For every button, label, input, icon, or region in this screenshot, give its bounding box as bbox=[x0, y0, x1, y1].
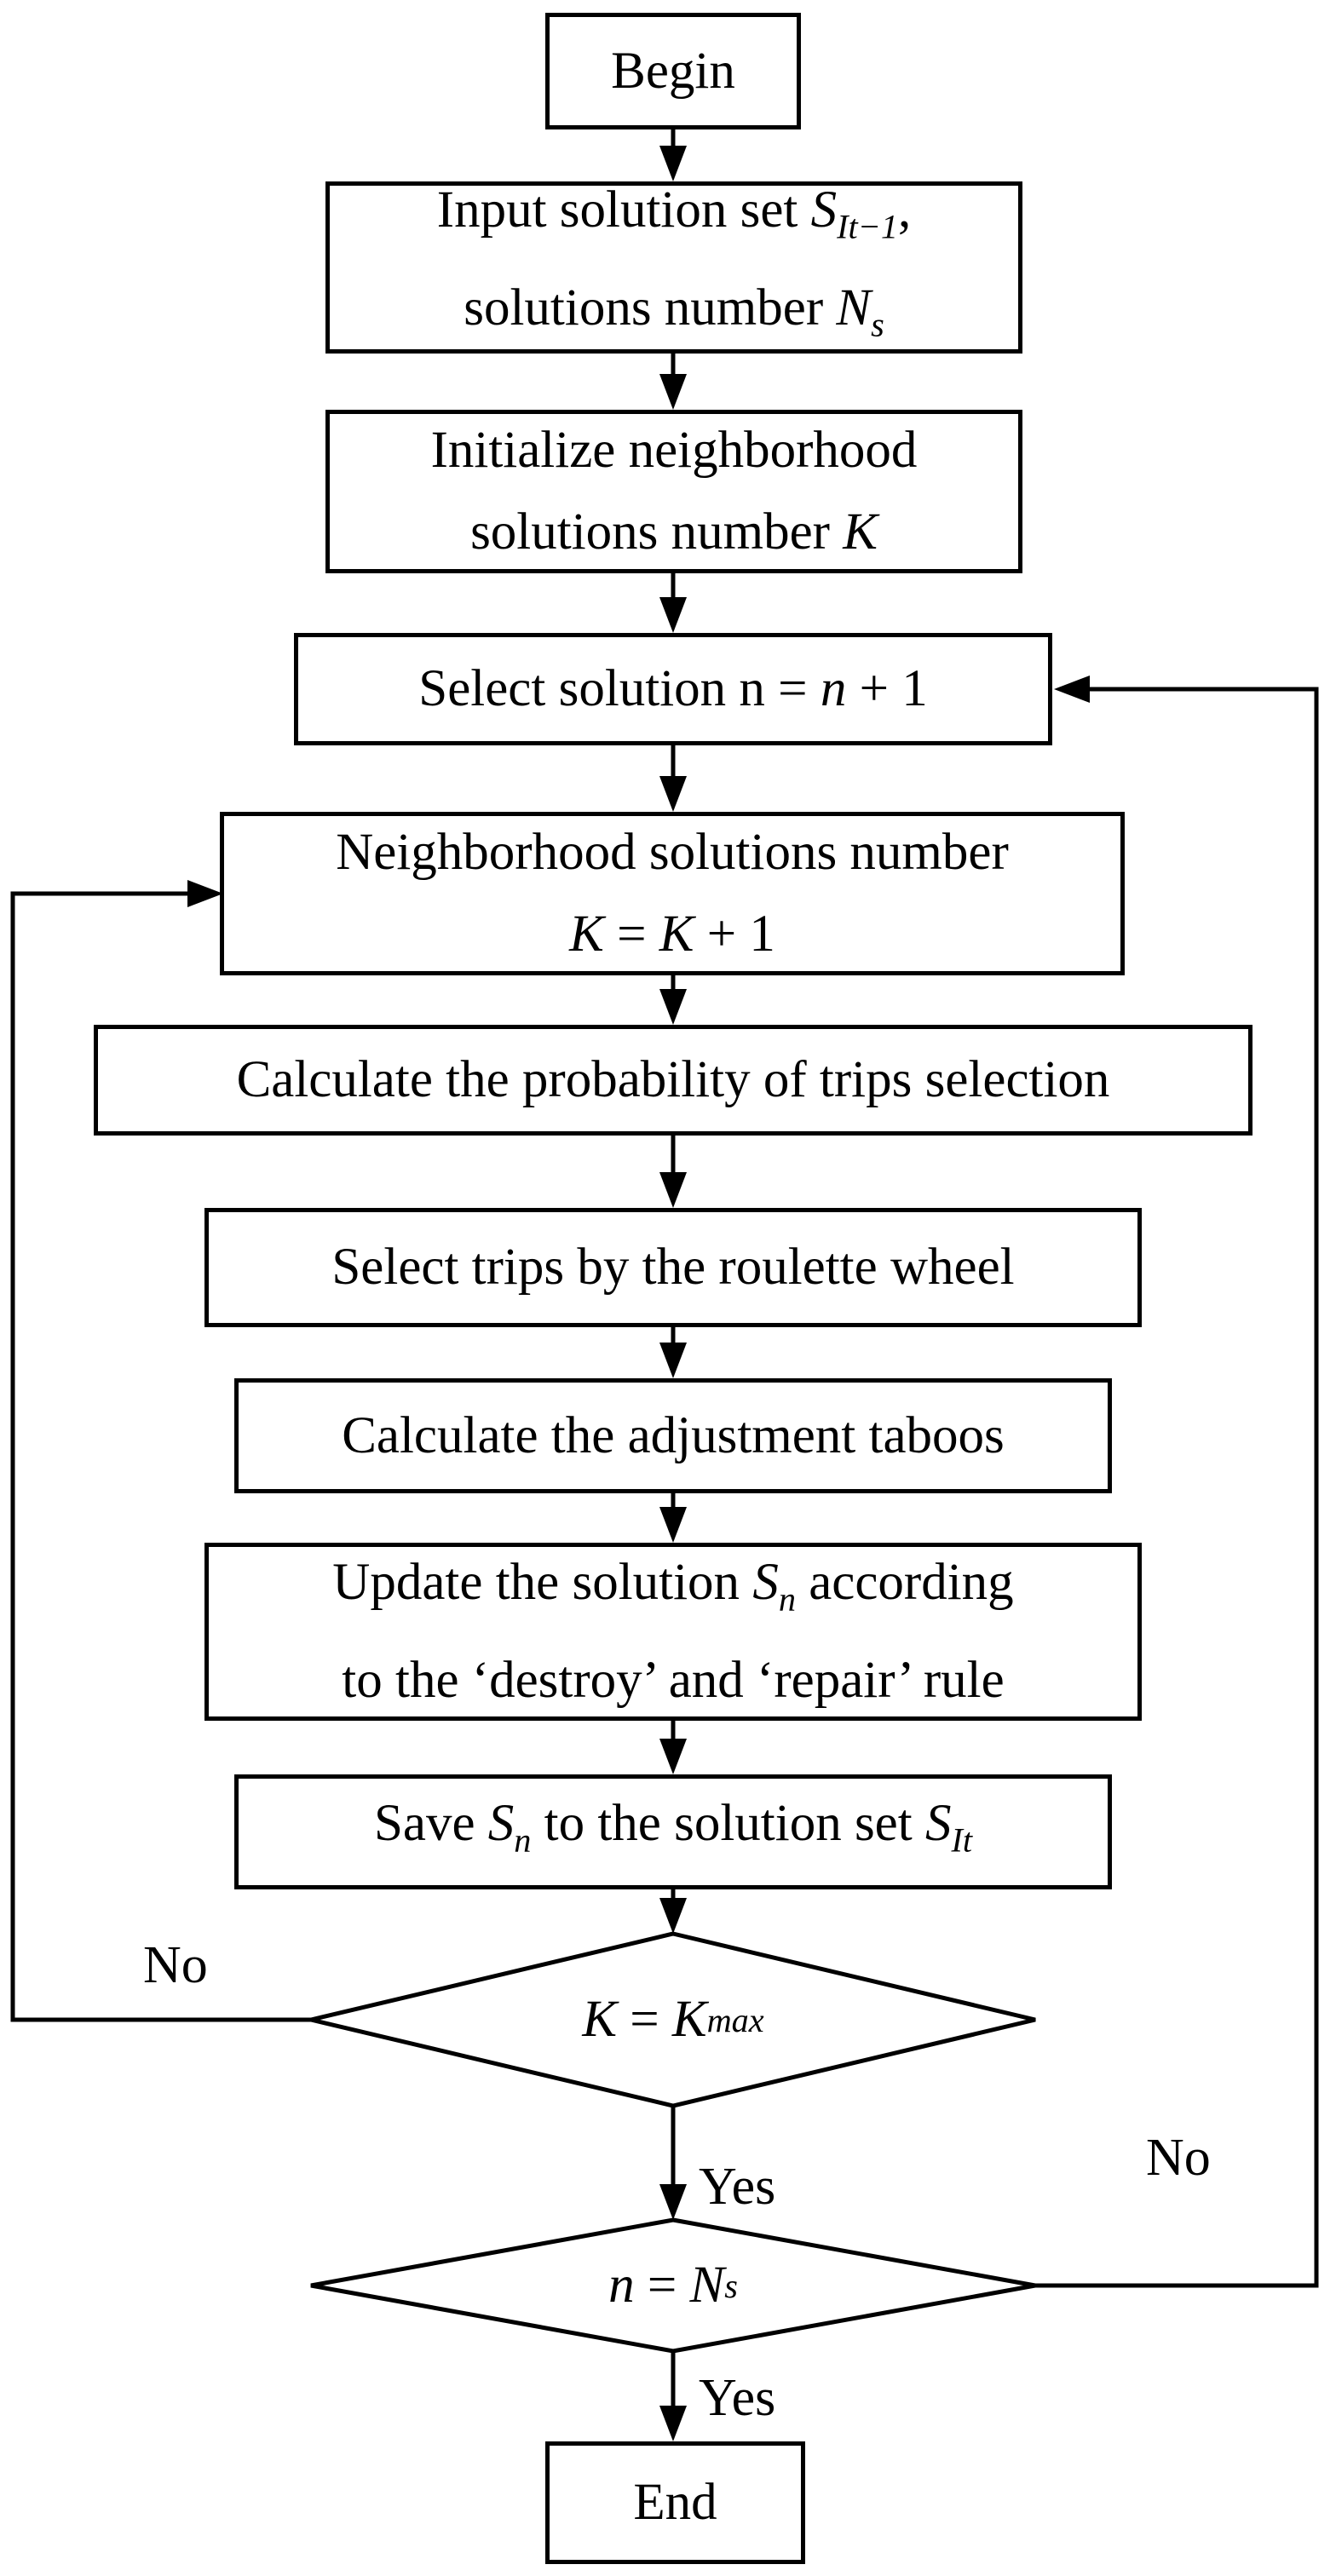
arrowhead-k-no-into-neighborhood bbox=[187, 880, 223, 907]
arrowhead-into-calc-probability bbox=[659, 989, 687, 1025]
decision-k-var-k2: K bbox=[671, 1991, 707, 2048]
initialize-line-2: solutions number K bbox=[470, 492, 878, 573]
decision-n-diamond bbox=[310, 2217, 1036, 2354]
begin-label: Begin bbox=[611, 42, 735, 100]
arrowhead-into-input bbox=[659, 146, 687, 181]
initialize-var-k: K bbox=[843, 503, 878, 561]
update-line-2: to the ‘destroy’ and ‘repair’ rule bbox=[342, 1652, 1005, 1710]
label-n-yes: Yes bbox=[699, 2369, 776, 2427]
update-line-1: Update the solution Sn according bbox=[332, 1542, 1013, 1640]
input-line-2: solutions number Ns bbox=[464, 267, 884, 365]
label-k-no: No bbox=[143, 1936, 208, 1994]
node-initialize-neighborhood: Initialize neighborhood solutions number… bbox=[325, 410, 1022, 573]
update-text-2: according bbox=[795, 1553, 1014, 1611]
neighborhood-line-1: Neighborhood solutions number bbox=[336, 824, 1009, 881]
select-solution-var-n: n bbox=[820, 660, 847, 717]
node-select-solution: Select solution n = n + 1 bbox=[294, 633, 1052, 745]
save-text-2: to the solution set bbox=[531, 1794, 925, 1852]
input-text-2: solutions number bbox=[464, 279, 837, 336]
arrowhead-into-update bbox=[659, 1507, 687, 1543]
input-text-1: Input solution set bbox=[436, 181, 811, 239]
decision-n-equals: = bbox=[634, 2257, 690, 2314]
input-var-s: S bbox=[810, 181, 838, 239]
decision-n-var-n: n bbox=[608, 2257, 635, 2314]
node-calc-probability: Calculate the probability of trips selec… bbox=[94, 1025, 1252, 1136]
input-comma: , bbox=[897, 181, 912, 239]
decision-diamonds bbox=[310, 1931, 1036, 2354]
node-select-trips: Select trips by the roulette wheel bbox=[204, 1208, 1142, 1327]
end-label: End bbox=[633, 2474, 717, 2531]
neighborhood-line-2: K = K + 1 bbox=[569, 894, 775, 975]
neighborhood-plus-1: + 1 bbox=[694, 906, 775, 963]
update-text-1: Update the solution bbox=[332, 1553, 753, 1611]
calc-taboos-label: Calculate the adjustment taboos bbox=[342, 1406, 1005, 1464]
node-end: End bbox=[545, 2441, 805, 2564]
node-update-solution: Update the solution Sn according to the … bbox=[204, 1543, 1142, 1721]
arrowhead-into-save bbox=[659, 1739, 687, 1774]
arrowhead-into-calc-taboos bbox=[659, 1343, 687, 1378]
neighborhood-equals: = bbox=[603, 906, 659, 963]
select-trips-label: Select trips by the roulette wheel bbox=[331, 1239, 1015, 1296]
edge-lines bbox=[10, 129, 1319, 2407]
decision-k-var-k1: K bbox=[582, 1991, 618, 2048]
arrowhead-into-select-trips bbox=[659, 1172, 687, 1208]
label-k-yes: Yes bbox=[699, 2158, 776, 2216]
save-sub-n: n bbox=[514, 1820, 532, 1860]
initialize-text: solutions number bbox=[470, 503, 844, 561]
calc-probability-label: Calculate the probability of trips selec… bbox=[236, 1051, 1110, 1108]
arrowhead-into-end bbox=[659, 2406, 687, 2441]
save-var-s2: S bbox=[924, 1794, 952, 1852]
decision-n-var-ns: N bbox=[689, 2257, 725, 2314]
arrowhead-into-decision-n bbox=[659, 2184, 687, 2220]
edge-decision-n-no-loop bbox=[1035, 687, 1319, 2288]
node-calc-taboos: Calculate the adjustment taboos bbox=[234, 1378, 1112, 1493]
neighborhood-var-k1: K bbox=[569, 906, 604, 963]
input-line-1: Input solution set SIt−1, bbox=[437, 170, 911, 267]
edge-decision-k-no-loop bbox=[10, 891, 311, 2022]
label-n-no: No bbox=[1146, 2129, 1211, 2187]
neighborhood-var-k2: K bbox=[659, 906, 694, 963]
arrowhead-into-initialize bbox=[659, 374, 687, 410]
node-input-solution-set: Input solution set SIt−1, solutions numb… bbox=[325, 181, 1022, 354]
arrowhead-into-select-solution bbox=[659, 597, 687, 633]
save-line: Save Sn to the solution set SIt bbox=[374, 1783, 972, 1881]
arrowhead-into-neighborhood bbox=[659, 776, 687, 812]
update-sub-n: n bbox=[778, 1579, 796, 1619]
input-sub-s: s bbox=[871, 305, 884, 344]
select-solution-line: Select solution n = n + 1 bbox=[418, 648, 927, 730]
node-begin: Begin bbox=[545, 13, 801, 129]
decision-n-sub-s: s bbox=[724, 2266, 738, 2305]
decision-k-diamond bbox=[310, 1931, 1036, 2108]
select-solution-text: Select solution n = bbox=[418, 660, 821, 717]
save-sub-it: It bbox=[951, 1820, 973, 1860]
select-solution-plus-1: + 1 bbox=[846, 660, 928, 717]
arrowhead-into-decision-k bbox=[659, 1898, 687, 1934]
decision-k-equals: = bbox=[617, 1991, 672, 2048]
arrowheads bbox=[187, 146, 1090, 2441]
node-neighborhood-solutions: Neighborhood solutions number K = K + 1 bbox=[220, 812, 1125, 975]
initialize-line-1: Initialize neighborhood bbox=[430, 422, 918, 479]
save-text-1: Save bbox=[373, 1794, 488, 1852]
update-var-s: S bbox=[752, 1553, 779, 1611]
decision-k-sub-max: max bbox=[706, 2000, 764, 2039]
node-save-solution: Save Sn to the solution set SIt bbox=[234, 1774, 1112, 1889]
input-var-n: N bbox=[836, 279, 872, 336]
input-sub-it-1: It−1 bbox=[837, 207, 898, 245]
save-var-s1: S bbox=[487, 1794, 515, 1852]
arrowhead-n-no-into-select-solution bbox=[1054, 676, 1090, 703]
